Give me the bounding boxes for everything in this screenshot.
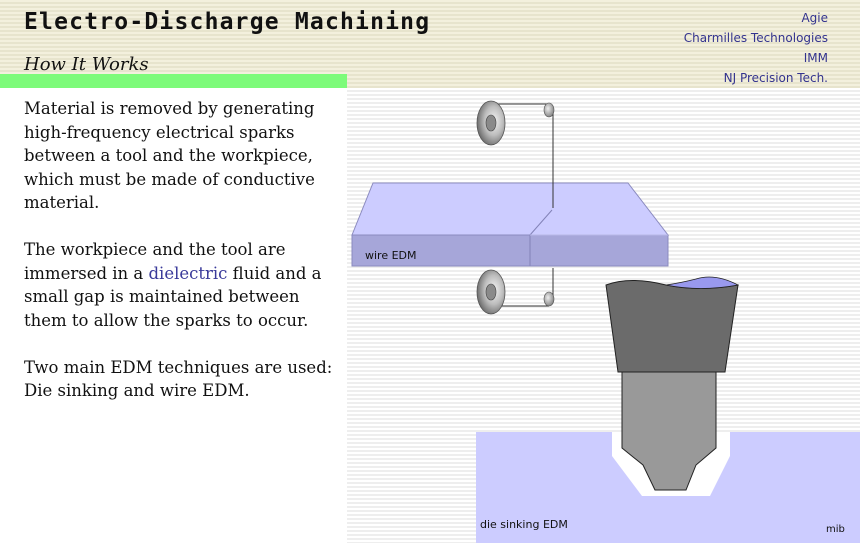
sponsor-link-agie[interactable]: Agie bbox=[801, 11, 828, 25]
paragraph-dielectric-end: fluid and a small gap is maintained betw… bbox=[24, 263, 322, 330]
wire-edm-workpiece bbox=[351, 182, 670, 267]
paragraph-material-removal: Material is removed by generating high-f… bbox=[24, 99, 315, 212]
sponsor-link-imm[interactable]: IMM bbox=[803, 51, 828, 65]
page-subtitle: How It Works bbox=[24, 54, 149, 75]
die-sinking-tool bbox=[605, 276, 740, 491]
sponsor-list: Agie Charmilles Technologies IMM NJ Prec… bbox=[684, 8, 828, 88]
explanation-text: Material is removed by generating high-f… bbox=[24, 97, 344, 426]
diagram-panel: wire EDM die sinking EDM mib bbox=[347, 88, 860, 543]
text-panel bbox=[0, 88, 347, 543]
accent-bar bbox=[0, 74, 347, 88]
page-title: Electro-Discharge Machining bbox=[24, 9, 431, 35]
wire-edm-label: wire EDM bbox=[365, 249, 417, 262]
upper-wire-guide-pulley bbox=[476, 100, 555, 146]
paragraph-dielectric: The workpiece and the tool are immersed … bbox=[24, 238, 344, 332]
sponsor-link-charmilles[interactable]: Charmilles Technologies bbox=[683, 31, 828, 45]
sponsor-link-nj-precision[interactable]: NJ Precision Tech. bbox=[723, 71, 828, 85]
paragraph-techniques: Two main EDM techniques are used: Die si… bbox=[24, 357, 333, 401]
author-credit: mib bbox=[826, 524, 845, 535]
header-bar: Electro-Discharge Machining How It Works… bbox=[0, 0, 860, 88]
lower-wire-guide-pulley bbox=[476, 269, 555, 315]
dielectric-link[interactable]: dielectric bbox=[148, 263, 228, 283]
edm-diagram: wire EDM die sinking EDM mib bbox=[351, 100, 860, 543]
paragraph-dielectric-start: The workpiece and the tool are immersed … bbox=[24, 240, 286, 283]
die-sinking-label: die sinking EDM bbox=[480, 518, 568, 531]
